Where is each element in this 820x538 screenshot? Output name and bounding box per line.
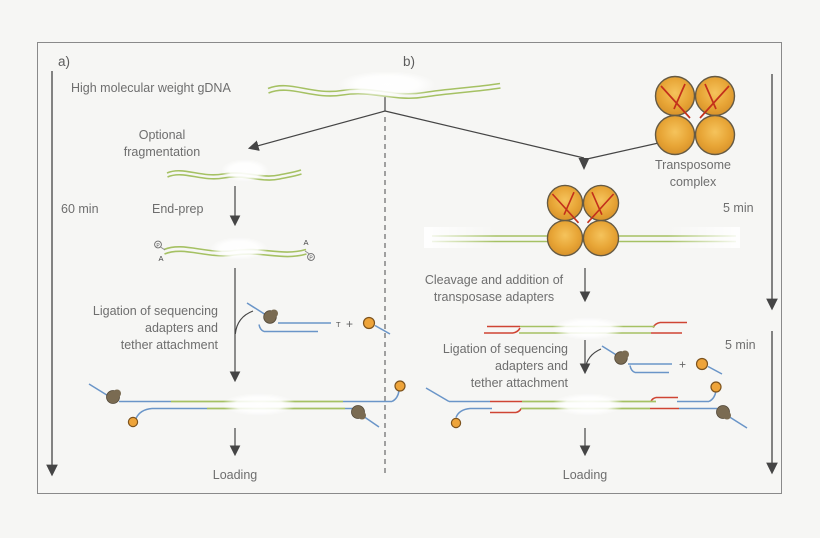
figure-frame xyxy=(37,42,782,494)
svg-text:A: A xyxy=(303,238,308,247)
motor-protein-icon xyxy=(351,405,366,420)
adapted-library-icon-a xyxy=(88,380,406,428)
svg-text:P: P xyxy=(309,255,313,261)
panel-a-label: a) xyxy=(58,54,71,69)
end-mod-right: A P xyxy=(303,238,315,261)
motor-protein-icon xyxy=(263,309,278,324)
svg-text:+: + xyxy=(679,358,686,372)
process-arrows-a xyxy=(229,186,254,457)
duration-b1-label: 5 min xyxy=(723,201,754,215)
duration-b2-label: 5 min xyxy=(725,338,756,352)
tether-icon xyxy=(362,316,391,335)
tether-icon xyxy=(450,417,462,429)
transposome-complex-label: Transposome complex xyxy=(655,158,731,189)
loading-label-b: Loading xyxy=(562,468,608,482)
sequencing-adapter-icon-b: + xyxy=(601,345,723,375)
tagmented-dna-icon xyxy=(484,317,687,340)
adapted-library-icon-b xyxy=(425,381,748,429)
tether-icon xyxy=(710,381,722,393)
fragmentation-step-label: Optional fragmentation xyxy=(123,128,201,159)
end-prep-step-label: End-prep xyxy=(152,202,204,216)
loading-label-a: Loading xyxy=(212,468,258,482)
panel-b-label: b) xyxy=(403,54,416,69)
ligation-step-label-b: Ligation of sequencing adapters and teth… xyxy=(442,342,568,390)
svg-text:A: A xyxy=(158,254,163,263)
tether-icon xyxy=(127,416,139,428)
motor-protein-icon xyxy=(106,389,121,404)
transposome-complex-icon xyxy=(654,75,736,156)
motor-protein-icon xyxy=(716,405,731,420)
end-prepped-dna-icon: P A A P xyxy=(154,237,315,263)
gdna-strand-icon xyxy=(267,71,501,100)
svg-text:+: + xyxy=(346,317,353,331)
duration-a-label: 60 min xyxy=(61,202,99,216)
process-arrows-b xyxy=(579,268,602,457)
gdna-label: High molecular weight gDNA xyxy=(71,81,231,95)
fragmented-dna-icon xyxy=(166,159,302,182)
svg-text:P: P xyxy=(156,243,160,249)
transposome-complex-icon xyxy=(546,184,620,257)
end-mod-left: P A xyxy=(154,240,166,263)
dna-with-transposome xyxy=(424,184,740,257)
cleavage-step-label: Cleavage and addition of transposase ada… xyxy=(424,273,564,304)
motor-protein-icon xyxy=(614,350,629,365)
svg-text:T: T xyxy=(336,320,341,329)
tether-icon xyxy=(394,380,406,392)
branch-arrows xyxy=(247,97,664,170)
ligation-step-label-a: Ligation of sequencing adapters and teth… xyxy=(92,304,218,352)
tether-icon xyxy=(695,357,723,375)
sequencing-adapter-icon-a: T + xyxy=(246,302,391,335)
